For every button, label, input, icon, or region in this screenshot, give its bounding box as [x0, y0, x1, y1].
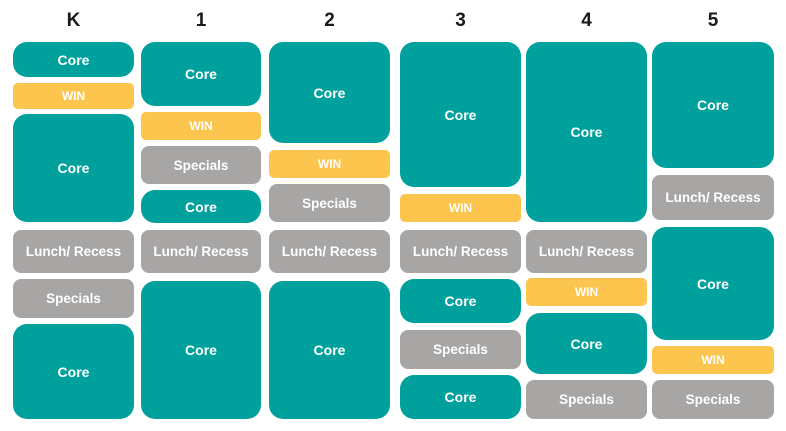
- grade-header-k: K: [66, 10, 81, 31]
- block-3-lunch-recess: Lunch/ Recess: [400, 230, 521, 273]
- block-1-core-3: Core: [141, 281, 261, 419]
- grade-header-3: 3: [455, 10, 466, 31]
- block-1-specials: Specials: [141, 146, 261, 184]
- grade-header-2: 2: [324, 10, 335, 31]
- grade-header-4: 4: [581, 10, 592, 31]
- block-4-core-1: Core: [526, 42, 647, 222]
- grade-header-5: 5: [707, 10, 719, 31]
- block-4-core-2: Core: [526, 313, 647, 374]
- block-1-core-1: Core: [141, 42, 261, 106]
- block-4-specials: Specials: [526, 380, 647, 419]
- block-3-win: WIN: [400, 194, 521, 222]
- block-5-core-2: Core: [652, 227, 774, 340]
- block-3-specials: Specials: [400, 330, 521, 369]
- block-2-core-2: Core: [269, 281, 390, 419]
- block-3-core-1: Core: [400, 42, 521, 187]
- block-2-lunch-recess: Lunch/ Recess: [269, 230, 390, 273]
- block-k-core-1: Core: [13, 42, 134, 77]
- block-k-specials: Specials: [13, 279, 134, 318]
- block-k-win: WIN: [13, 83, 134, 109]
- block-1-win: WIN: [141, 112, 261, 140]
- block-4-win: WIN: [526, 278, 647, 306]
- block-k-core-2: Core: [13, 114, 134, 222]
- block-2-specials: Specials: [269, 184, 390, 222]
- block-3-core-3: Core: [400, 375, 521, 419]
- block-5-lunch-recess: Lunch/ Recess: [652, 175, 774, 220]
- block-2-core-1: Core: [269, 42, 390, 143]
- block-1-core-2: Core: [141, 190, 261, 223]
- block-5-core-1: Core: [652, 42, 774, 168]
- block-4-lunch-recess: Lunch/ Recess: [526, 230, 647, 273]
- block-5-win: WIN: [652, 346, 774, 374]
- grade-header-1: 1: [195, 10, 207, 31]
- block-5-specials: Specials: [652, 380, 774, 419]
- block-k-lunch-recess: Lunch/ Recess: [13, 230, 134, 273]
- block-2-win: WIN: [269, 150, 390, 178]
- block-k-core-3: Core: [13, 324, 134, 419]
- block-3-core-2: Core: [400, 279, 521, 323]
- block-1-lunch-recess: Lunch/ Recess: [141, 230, 261, 273]
